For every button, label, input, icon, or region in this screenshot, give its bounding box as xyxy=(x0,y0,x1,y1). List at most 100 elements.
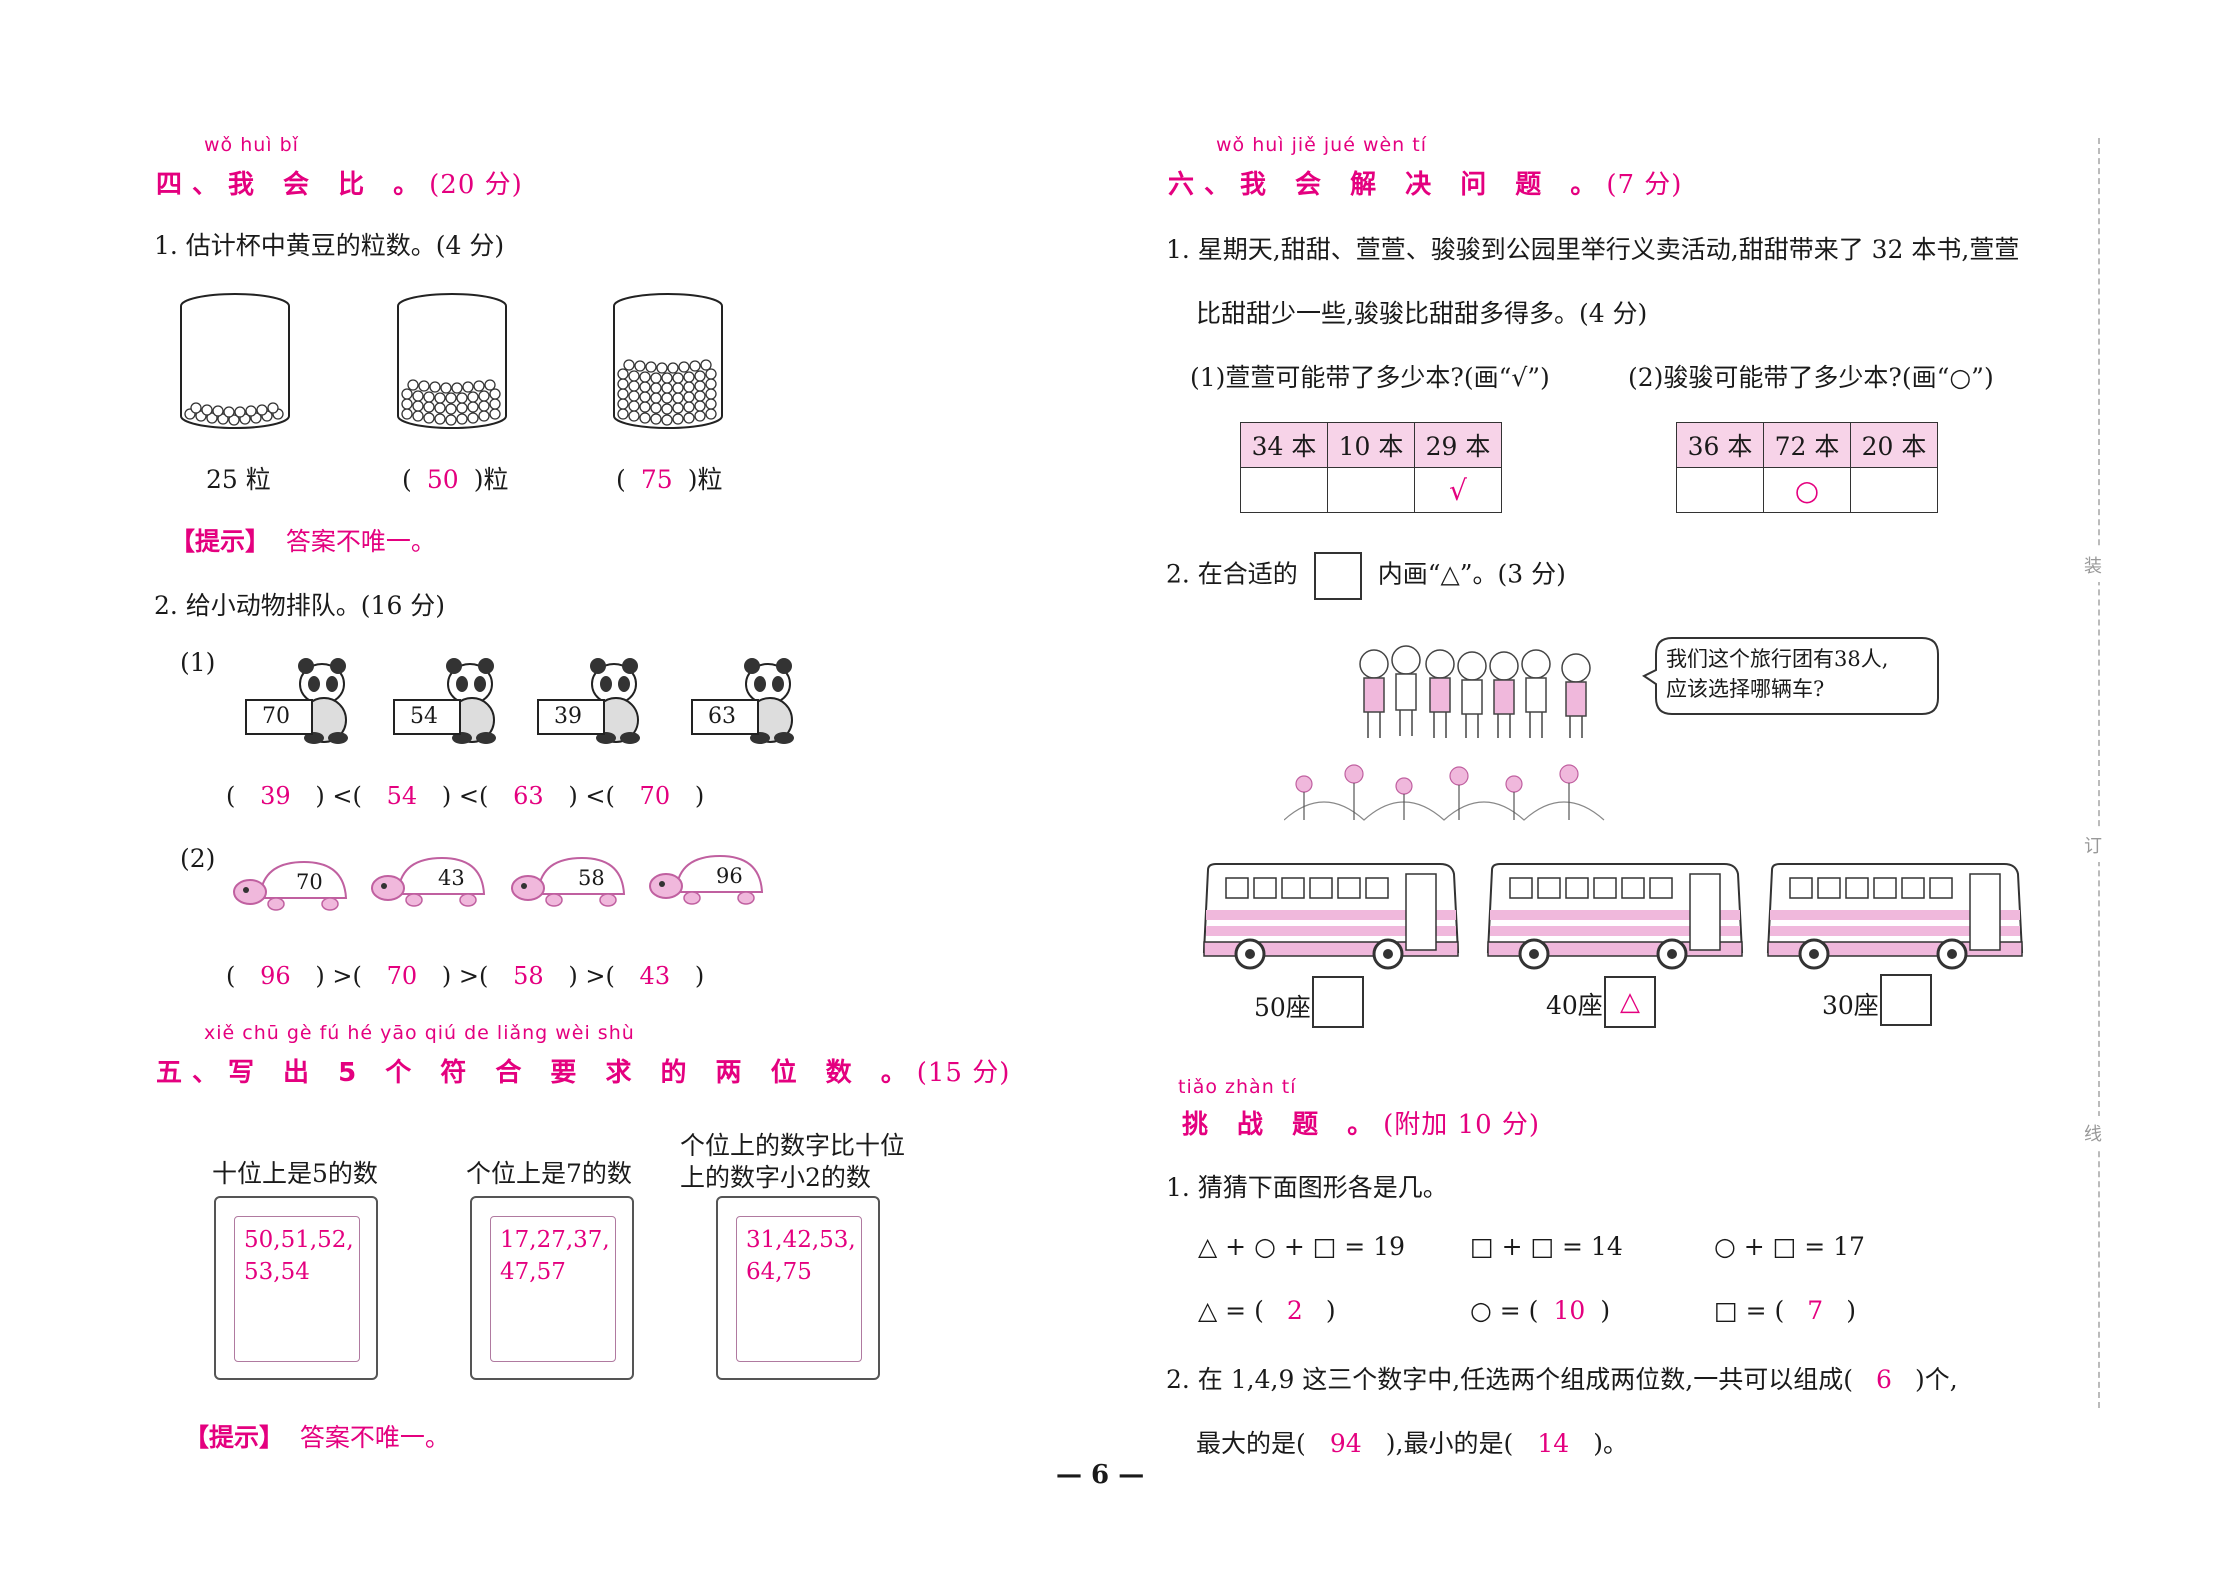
cup2-answer: 50 xyxy=(426,465,459,494)
stamp-border-3 xyxy=(736,1216,862,1362)
bean-cup-2 xyxy=(393,292,511,432)
turtle-order-3: 58 xyxy=(513,962,544,990)
shape-answer-triangle: △ = (2) xyxy=(1198,1296,1336,1325)
part2-label: (2) xyxy=(180,844,216,873)
turtle-number-1: 70 xyxy=(296,870,323,894)
section4-points: (20 分) xyxy=(429,170,523,200)
t2-cell-2[interactable]: ○ xyxy=(1763,467,1851,513)
panda-order-row: (39) <(54) <(63) <(70) xyxy=(226,782,705,810)
answer-stamp-3: 31,42,53, 64,75 xyxy=(716,1196,880,1380)
turtle-number-3: 58 xyxy=(578,866,605,890)
bus-30-checkbox[interactable] xyxy=(1880,974,1932,1026)
turtle-order-2: 70 xyxy=(386,962,418,990)
cup3-label: (75)粒 xyxy=(616,465,723,494)
bus-50 xyxy=(1200,860,1462,976)
t1-header-1: 34 本 xyxy=(1240,422,1328,468)
turtle-number-2: 43 xyxy=(438,866,465,890)
books-table-1: 34 本 10 本 29 本 √ xyxy=(1240,422,1502,513)
t2-header-3: 20 本 xyxy=(1850,422,1938,468)
section4-pinyin: wǒ huì bǐ xyxy=(204,134,299,156)
turtle-3 xyxy=(510,852,630,914)
t1-header-3: 29 本 xyxy=(1414,422,1502,468)
panda-card-3 xyxy=(536,650,646,746)
bus-30-label: 30座 xyxy=(1822,991,1879,1020)
ch-q1-text: 1. 猜猜下面图形各是几。 xyxy=(1166,1173,1448,1202)
binding-line xyxy=(2098,138,2100,1408)
section5-title: 五、写 出 5 个 符 合 要 求 的 两 位 数 。(15 分) xyxy=(156,1052,1010,1089)
cup2-label: (50)粒 xyxy=(402,465,509,494)
box1-label: 十位上是5的数 xyxy=(212,1159,378,1188)
section4-title-text: 四、我 会 比 。 xyxy=(156,170,430,200)
t1-cell-3[interactable]: √ xyxy=(1414,467,1502,513)
t2-cell-3[interactable] xyxy=(1850,467,1938,513)
equation-1: △ + ○ + □ = 19 xyxy=(1198,1232,1405,1261)
t2-cell-1[interactable] xyxy=(1676,467,1764,513)
turtle-order-4: 43 xyxy=(639,962,671,990)
section6-points: (7 分) xyxy=(1606,170,1683,200)
panda-order-2: 54 xyxy=(386,782,418,810)
challenge-points: (附加 10 分) xyxy=(1383,1110,1541,1140)
equation-2: □ + □ = 14 xyxy=(1470,1232,1623,1261)
equation-3: ○ + □ = 17 xyxy=(1714,1232,1865,1261)
section5-points: (15 分) xyxy=(916,1058,1011,1088)
turtle-number-4: 96 xyxy=(716,864,743,888)
s4-q2-text: 2. 给小动物排队。(16 分) xyxy=(154,591,446,620)
challenge-title-text: 挑 战 题 。 xyxy=(1182,1110,1384,1140)
t2-header-2: 72 本 xyxy=(1763,422,1851,468)
shape-answer-circle: ○ = (10) xyxy=(1470,1296,1611,1325)
stamp-border-2 xyxy=(490,1216,616,1362)
hint-1: 【提示】 答案不唯一。 xyxy=(170,527,436,556)
stamp-border-1 xyxy=(234,1216,360,1362)
panda-card-4 xyxy=(690,650,800,746)
panda-number-2: 54 xyxy=(410,704,438,729)
speech-bubble xyxy=(1642,632,1942,726)
panda-order-1: 39 xyxy=(260,782,291,810)
t1-cell-2[interactable] xyxy=(1327,467,1415,513)
panda-number-1: 70 xyxy=(262,704,290,729)
cup3-answer: 75 xyxy=(640,465,673,494)
speech-text: 我们这个旅行团有38人, 应该选择哪辆车? xyxy=(1666,647,1889,701)
bean-cup-3 xyxy=(609,292,727,432)
bus-40-label: 40座 xyxy=(1546,991,1603,1020)
panda-order-4: 70 xyxy=(639,782,671,810)
ch-q2-line1: 2. 在 1,4,9 这三个数字中,任选两个组成两位数,一共可以组成(6)个, xyxy=(1166,1365,1958,1394)
stamp-answers-1: 50,51,52, 53,54 xyxy=(244,1227,354,1285)
ch-q2-line2: 最大的是(94),最小的是(14)。 xyxy=(1196,1429,1628,1458)
box3-label: 个位上的数字比十位上的数字小2的数 xyxy=(680,1131,906,1192)
bus-40-checkbox[interactable]: △ xyxy=(1604,976,1656,1028)
bean-cup-1 xyxy=(176,292,294,432)
part1-label: (1) xyxy=(180,648,216,677)
t1-cell-1[interactable] xyxy=(1240,467,1328,513)
panda-card-2 xyxy=(392,650,502,746)
turtle-4 xyxy=(648,850,768,912)
binding-mark-2: 订 xyxy=(2084,828,2102,862)
challenge-pinyin: tiǎo zhàn tí xyxy=(1178,1076,1297,1098)
stamp-answers-2: 17,27,37, 47,57 xyxy=(500,1227,610,1285)
section6-title: 六、我 会 解 决 问 题 。(7 分) xyxy=(1168,164,1682,201)
section4-title: 四、我 会 比 。(20 分) xyxy=(156,164,523,201)
bus-50-checkbox[interactable] xyxy=(1312,976,1364,1028)
s6-q1-sub1: (1)萱萱可能带了多少本?(画“√”) xyxy=(1190,363,1550,392)
books-table-2: 36 本 72 本 20 本 ○ xyxy=(1676,422,1938,513)
binding-mark-3: 线 xyxy=(2084,1116,2102,1150)
turtle-order-1: 96 xyxy=(260,962,291,990)
s6-q1-sub2: (2)骏骏可能带了多少本?(画“○”) xyxy=(1628,363,1994,392)
turtle-order-row: (96) >(70) >(58) >(43) xyxy=(226,962,705,990)
panda-order-3: 63 xyxy=(513,782,544,810)
s6-q2-text: 2. 在合适的 内画“△”。(3 分) xyxy=(1166,552,1566,600)
cup1-label: 25 粒 xyxy=(206,465,271,494)
s4-q1-text: 1. 估计杯中黄豆的粒数。(4 分) xyxy=(154,231,505,260)
stamp-answers-3: 31,42,53, 64,75 xyxy=(746,1227,856,1285)
turtle-2 xyxy=(370,852,490,914)
bus-50-label: 50座 xyxy=(1254,993,1311,1022)
bus-30 xyxy=(1764,860,2026,976)
hint-2: 【提示】 答案不唯一。 xyxy=(184,1423,450,1452)
answer-stamp-2: 17,27,37, 47,57 xyxy=(470,1196,634,1380)
binding-mark-1: 装 xyxy=(2084,548,2102,582)
panda-card-1 xyxy=(244,650,354,746)
bus-40 xyxy=(1484,860,1746,976)
section5-title-text: 五、写 出 5 个 符 合 要 求 的 两 位 数 。 xyxy=(156,1058,917,1088)
panda-number-3: 39 xyxy=(554,704,582,729)
t2-header-1: 36 本 xyxy=(1676,422,1764,468)
children-flowers-illustration xyxy=(1283,634,1624,828)
